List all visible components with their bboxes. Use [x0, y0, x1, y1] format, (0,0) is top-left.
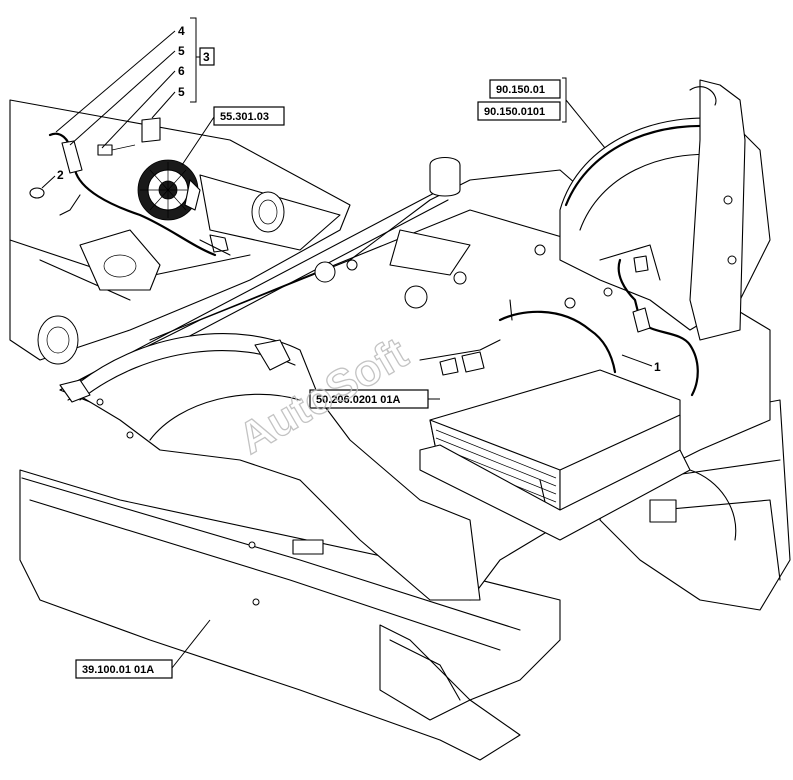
callout-2-group: 2 — [41, 168, 64, 189]
ref-label-50: 50.206.0201 01A — [316, 394, 400, 406]
callout-5-upper: 5 — [178, 44, 185, 58]
ref-label-55: 55.301.03 — [220, 111, 269, 123]
wiring-harness-left — [29, 117, 231, 257]
callout-5-lower: 5 — [178, 85, 185, 99]
callout-box-3 — [199, 47, 215, 66]
callout-50-206-group: 50.206.0201 01A — [309, 389, 440, 409]
callout-2: 2 — [57, 168, 64, 182]
control-box — [419, 369, 691, 541]
alternator-assembly: 55.301.03 — [137, 106, 285, 221]
ref-box-55 — [213, 106, 285, 126]
callout-4: 4 — [178, 24, 185, 38]
callout-3: 3 — [203, 50, 210, 64]
rear-fender — [559, 79, 771, 341]
ref-label-39: 39.100.01 01A — [82, 664, 154, 676]
callout-39-100-group: 39.100.01 01A — [75, 619, 211, 679]
callout-1-group: 1 — [621, 354, 661, 374]
ref-box-90b — [477, 101, 561, 121]
callout-90-150-group: 90.150.01 90.150.0101 — [477, 77, 606, 149]
left-frame-structure — [9, 99, 351, 365]
front-fender — [59, 333, 481, 601]
ref-label-90b: 90.150.0101 — [484, 106, 545, 118]
callout-stack: 4 5 6 5 3 — [55, 17, 215, 149]
wiring-harness-right — [419, 255, 699, 397]
ref-box-39 — [75, 659, 173, 679]
callout-6: 6 — [178, 64, 185, 78]
ref-label-90a: 90.150.01 — [496, 84, 545, 96]
callout-1: 1 — [654, 360, 661, 374]
ref-box-90a — [489, 79, 561, 99]
